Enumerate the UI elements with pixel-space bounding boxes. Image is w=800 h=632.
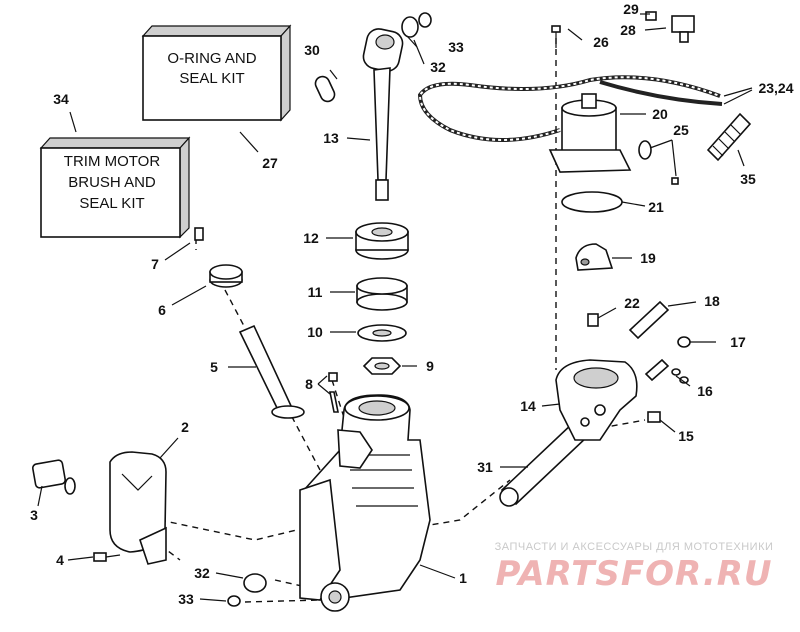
trim-kit-line-2: BRUSH AND	[68, 174, 156, 191]
screw-15	[647, 411, 661, 423]
seal-kit-box: O-RING AND SEAL KIT	[141, 24, 292, 122]
washer-10	[357, 324, 407, 342]
seal-kit-line-1: O-RING AND	[167, 50, 256, 67]
callout-9: 9	[426, 358, 434, 374]
callout-5: 5	[210, 359, 218, 375]
callout-27: 27	[262, 155, 278, 171]
fitting-8	[328, 372, 339, 413]
pin-30	[314, 75, 336, 103]
callout-1: 1	[459, 570, 467, 586]
watermark-tagline: ЗАПЧАСТИ И АКСЕССУАРЫ ДЛЯ МОТОТЕХНИКИ	[495, 541, 774, 553]
seal-kit-line-2: SEAL KIT	[179, 70, 244, 87]
trim-motor-20	[417, 75, 723, 173]
watermark-brand: PARTSFOR.RU	[495, 554, 772, 594]
switch-28-29	[645, 11, 695, 43]
pump-14	[555, 359, 638, 441]
callout-6: 6	[158, 302, 166, 318]
callout-11: 11	[308, 284, 323, 300]
o-ring-21	[561, 191, 623, 213]
callout-3: 3	[30, 507, 38, 523]
callout-29: 29	[623, 1, 639, 17]
callout-32-bottom: 32	[194, 565, 210, 581]
callout-25: 25	[673, 122, 689, 138]
trim-kit-line-3: SEAL KIT	[79, 195, 144, 212]
cover-19	[575, 243, 614, 271]
callouts: 34 27 30 13 33 32 12 11 10 9 7 6 5 8 2 3…	[30, 1, 794, 607]
cap-6	[209, 264, 243, 288]
callout-30: 30	[304, 42, 320, 58]
valve-18	[628, 300, 670, 340]
callout-19: 19	[640, 250, 656, 266]
bracket-2	[109, 451, 167, 565]
spring-35	[706, 112, 752, 162]
callout-13: 13	[323, 130, 339, 146]
callout-31: 31	[477, 459, 493, 475]
rings-32-33-top	[401, 12, 432, 38]
valve-16	[644, 358, 689, 384]
callout-33-bottom: 33	[178, 591, 194, 607]
rings-32-33-bottom	[227, 573, 267, 607]
callout-14: 14	[520, 398, 536, 414]
callout-2: 2	[181, 419, 189, 435]
callout-32-top: 32	[430, 59, 446, 75]
callout-33-top: 33	[448, 39, 464, 55]
leader-lines	[37, 13, 753, 602]
piston-rod-13	[362, 28, 404, 201]
callout-20: 20	[652, 106, 668, 122]
callout-34: 34	[53, 91, 69, 107]
callout-22: 22	[624, 295, 640, 311]
bolt-26	[551, 25, 561, 48]
callout-12: 12	[303, 230, 319, 246]
callout-18: 18	[704, 293, 720, 309]
rod-5	[238, 324, 305, 419]
callout-35: 35	[740, 171, 756, 187]
nut-9	[362, 357, 402, 375]
trim-kit-line-1: TRIM MOTOR	[64, 153, 161, 170]
callout-7: 7	[151, 256, 159, 272]
callout-23-24: 23,24	[758, 80, 793, 96]
callout-21: 21	[648, 199, 664, 215]
screw-4	[93, 552, 121, 562]
cap-12	[355, 222, 409, 260]
callout-28: 28	[620, 22, 636, 38]
o-ring-17	[677, 336, 691, 348]
callout-17: 17	[730, 334, 746, 350]
screw-22	[587, 313, 599, 327]
callout-16: 16	[697, 383, 713, 399]
clip-25	[638, 140, 679, 185]
callout-15: 15	[678, 428, 694, 444]
bushing-3	[31, 459, 76, 495]
cylinder-housing-1	[299, 394, 431, 612]
callout-4: 4	[56, 552, 64, 568]
callout-26: 26	[593, 34, 609, 50]
watermark: ЗАПЧАСТИ И АКСЕССУАРЫ ДЛЯ МОТОТЕХНИКИ PA…	[495, 541, 774, 594]
trim-kit-box: TRIM MOTOR BRUSH AND SEAL KIT	[39, 136, 191, 239]
callout-10: 10	[307, 324, 323, 340]
piston-11	[356, 277, 408, 311]
valve-7	[194, 227, 204, 241]
callout-8: 8	[305, 376, 313, 392]
